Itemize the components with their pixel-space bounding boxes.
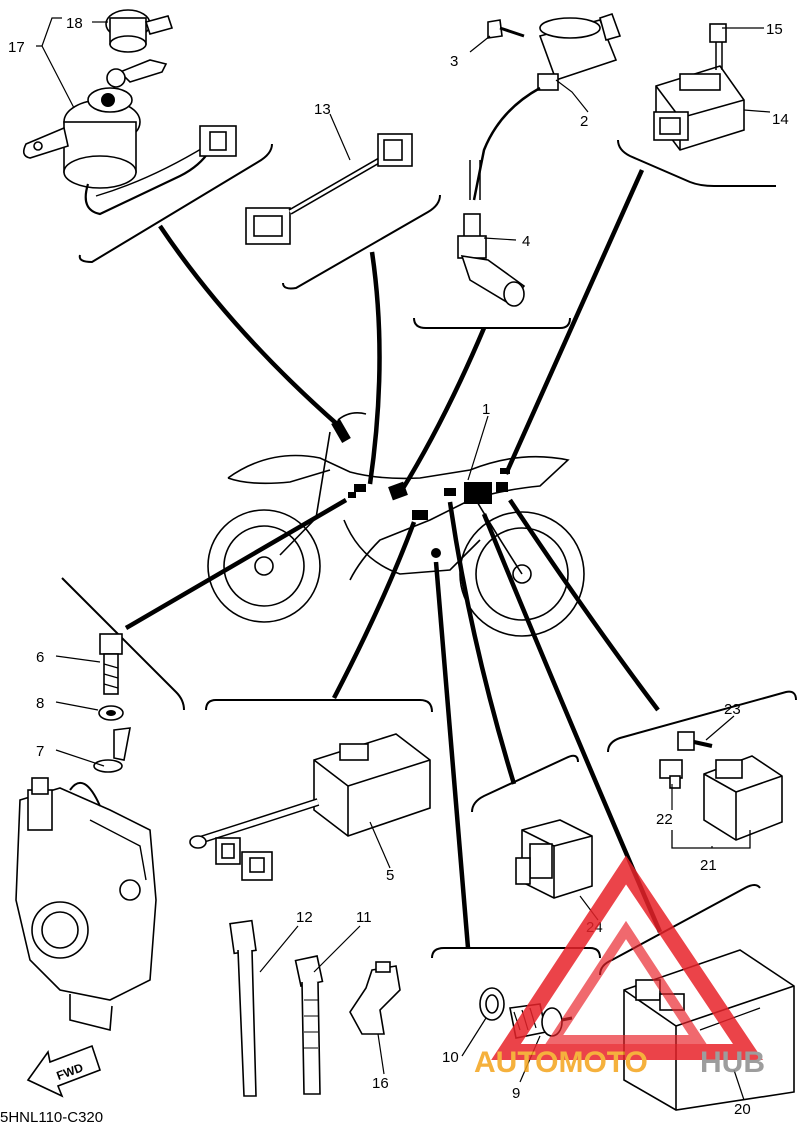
motorcycle-outline	[207, 412, 585, 637]
relay-part-24	[515, 819, 593, 899]
callout-21: 21	[700, 857, 717, 874]
bike-component-markers	[331, 418, 510, 558]
callout-4: 4	[522, 233, 530, 250]
fwd-arrow-icon: FWD	[26, 1044, 102, 1098]
callout-1: 1	[482, 401, 490, 418]
callout-13: 13	[314, 101, 331, 118]
holder-part-16	[349, 961, 401, 1035]
callout-14: 14	[772, 111, 789, 128]
clamp-part-11	[294, 955, 324, 1095]
watermark-text-primary: AUTOMOTO	[474, 1046, 648, 1079]
callout-6: 6	[36, 649, 44, 666]
group-brackets	[61, 139, 797, 976]
callout-7: 7	[36, 743, 44, 760]
callout-9: 9	[512, 1085, 520, 1102]
callout-numbers: 18 17 3 2 4 15 14 13 1 6 8 7 5 12 11 16 …	[8, 15, 789, 1118]
starter-relay-part-21	[659, 731, 783, 841]
bracket-part-21	[671, 830, 751, 849]
callout-15: 15	[766, 21, 783, 38]
callout-18: 18	[66, 15, 83, 32]
callout-16: 16	[372, 1075, 389, 1092]
callout-8: 8	[36, 695, 44, 712]
callout-10: 10	[442, 1049, 459, 1066]
group-leader-lines	[124, 169, 663, 949]
watermark-triangle-icon	[491, 855, 763, 1060]
callout-23: 23	[724, 701, 741, 718]
ignition-coil-part-2	[469, 12, 622, 201]
callout-12: 12	[296, 909, 313, 926]
watermark-logo: AUTOMOTO HUB	[474, 855, 765, 1079]
callout-22: 22	[656, 811, 673, 828]
regulator-part-14	[653, 23, 745, 151]
callout-20: 20	[734, 1101, 751, 1118]
main-switch-part-17	[22, 9, 237, 216]
cable-tie-part-12	[229, 919, 257, 1097]
carburetor-assembly-parts-6-7-8	[15, 633, 157, 1032]
callout-2: 2	[580, 113, 588, 130]
callout-11: 11	[356, 909, 372, 926]
spark-plug-cap-part-4	[457, 213, 526, 307]
cdi-unit-part-5	[189, 733, 431, 881]
lead-wire-part-13	[245, 133, 413, 245]
diagram-code: 5HNL110-C320	[0, 1109, 103, 1124]
callout-17: 17	[8, 39, 25, 56]
callout-5: 5	[386, 867, 394, 884]
callout-3: 3	[450, 53, 458, 70]
watermark-text-secondary: HUB	[700, 1046, 765, 1079]
